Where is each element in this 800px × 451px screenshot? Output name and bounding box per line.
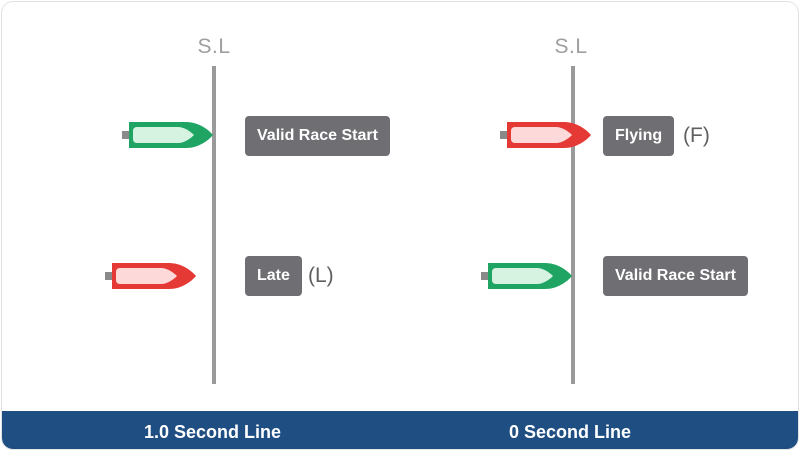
status-tag: Flying [603,116,675,156]
status-code: (F) [683,124,710,147]
status-code: (L) [308,264,334,287]
start-line [571,66,575,384]
boat-red-icon [500,122,591,148]
boat-red-icon [105,263,196,289]
boat-green-icon [122,122,213,148]
footer-label-right: 0 Second Line [509,422,632,442]
footer-bar: 1.0 Second Line 0 Second Line [2,411,798,449]
boat-green-icon [481,263,572,289]
right-panel: S.L Flying (F) Valid Race Start [360,2,758,412]
footer-label-left: 1.0 Second Line [144,422,282,442]
status-tag: Valid Race Start [603,256,748,296]
start-line-label: S.L [197,35,231,58]
left-panel: S.L Valid Race Start Late (L) [2,2,400,412]
start-line [212,66,216,384]
status-tag: Valid Race Start [245,116,390,156]
start-line-label: S.L [554,35,588,58]
status-tag: Late [245,256,302,296]
